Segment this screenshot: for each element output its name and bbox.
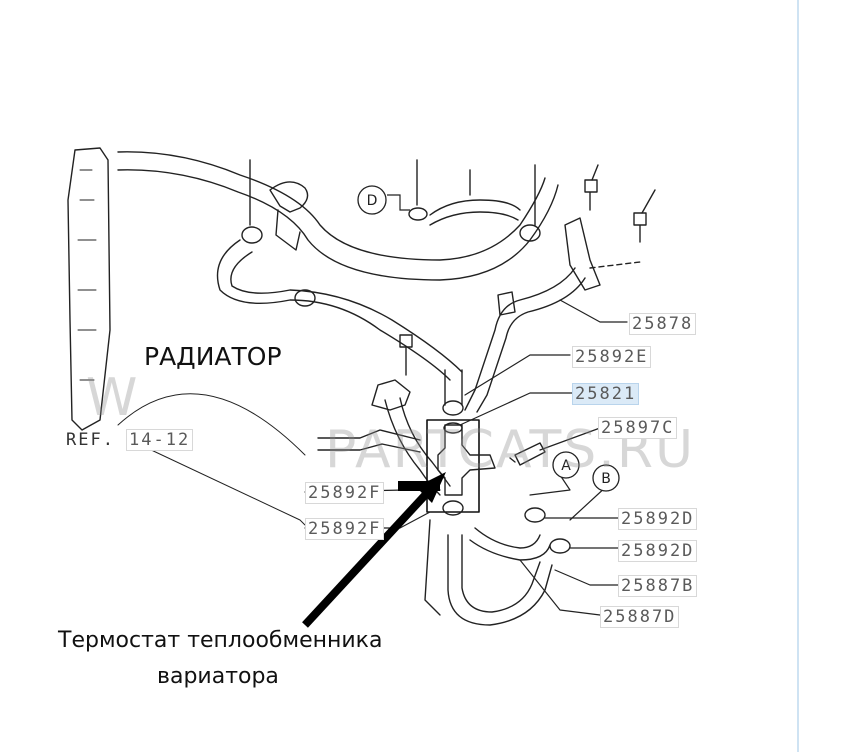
- part-label-25878[interactable]: 25878: [629, 313, 697, 335]
- ref-number[interactable]: 14-12: [126, 429, 194, 451]
- hose-D: [429, 199, 521, 216]
- part-label-25887B[interactable]: 25887B: [618, 575, 698, 597]
- callout-B: B: [592, 464, 620, 492]
- sensor-25897C: [509, 442, 546, 466]
- ref-label: REF. 14-12: [66, 429, 194, 451]
- part-label-25892D-upper[interactable]: 25892D: [618, 508, 698, 530]
- callout-A-letter: A: [561, 458, 571, 474]
- thermostat-caption-line1: Термостат теплообменника: [58, 628, 383, 653]
- pipe-25878: [464, 267, 576, 411]
- bolts-top-right: [584, 164, 656, 243]
- callout-B-letter: B: [601, 471, 611, 487]
- radiator-outline: [67, 147, 111, 431]
- watermark-left: W: [86, 368, 140, 428]
- hose-25887D: [447, 534, 553, 626]
- callout-D: D: [357, 185, 410, 215]
- part-label-25887D[interactable]: 25887D: [600, 606, 680, 628]
- radiator-caption: РАДИАТОР: [144, 342, 282, 371]
- part-label-25821[interactable]: 25821: [572, 383, 640, 405]
- hose-25887B: [469, 527, 551, 561]
- part-label-25892E[interactable]: 25892E: [572, 346, 652, 368]
- callout-A: A: [552, 451, 580, 479]
- bracket-center: [371, 379, 411, 411]
- part-label-25892F-lower[interactable]: 25892F: [305, 518, 385, 540]
- ref-prefix: REF.: [66, 430, 115, 450]
- pointer-arrow: [302, 472, 446, 628]
- thermostat-assembly: [426, 419, 496, 516]
- callout-D-letter: D: [367, 193, 378, 209]
- page-divider: [797, 0, 799, 752]
- part-label-25892D-lower[interactable]: 25892D: [618, 540, 698, 562]
- thermostat-caption-line2: вариатора: [157, 664, 279, 689]
- part-label-25897C[interactable]: 25897C: [598, 417, 678, 439]
- bracket-right: [564, 217, 601, 291]
- part-label-25892F-upper[interactable]: 25892F: [305, 482, 385, 504]
- upper-radiator-hose: [117, 151, 546, 261]
- hose-center-vertical: [444, 369, 463, 406]
- radiator-cap: [269, 181, 309, 213]
